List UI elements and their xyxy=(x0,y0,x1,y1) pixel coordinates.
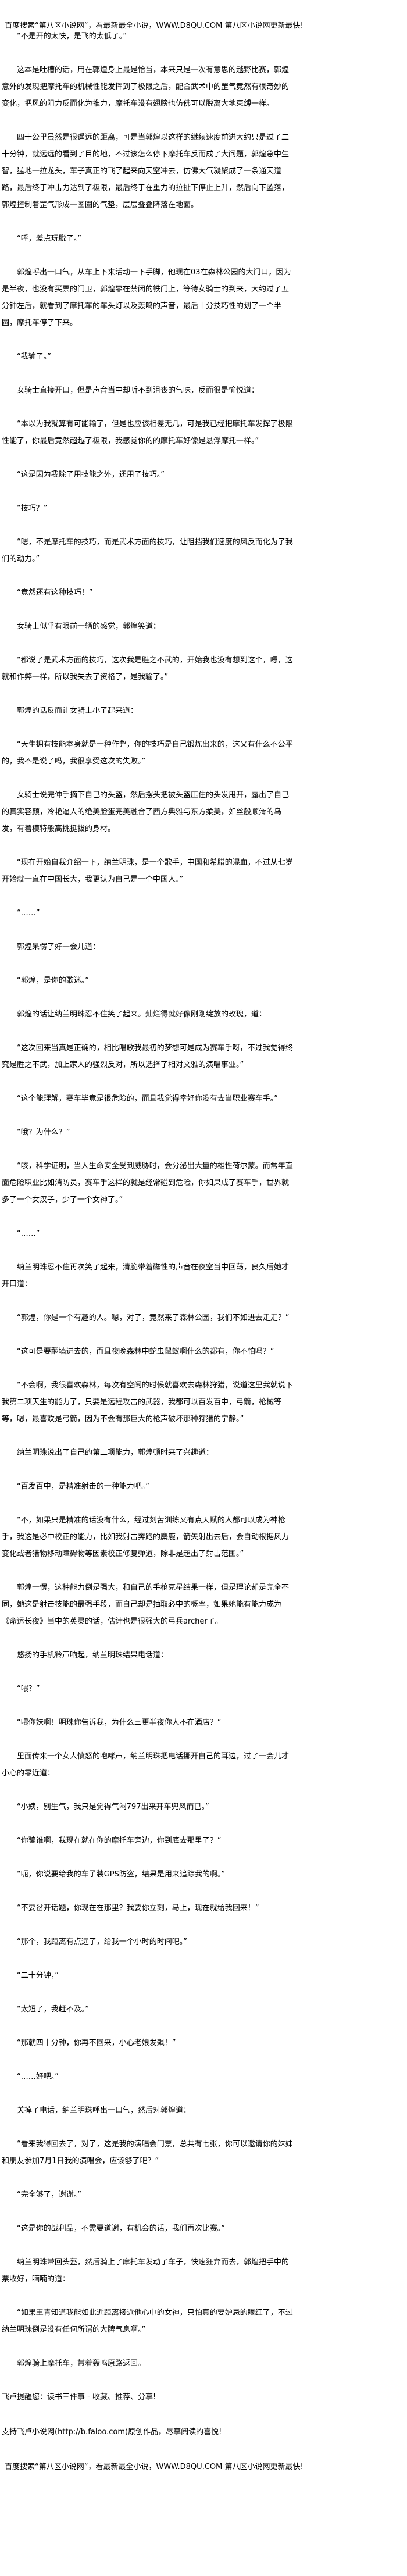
paragraph: “不会啊，我很喜欢森林，每次有空闲的时候就喜欢去森林狩猎，说道这里我就说下我第二… xyxy=(2,1381,293,1423)
paragraph: “完全够了，谢谢。” xyxy=(17,2190,81,2199)
paragraph: 悠扬的手机铃声响起，纳兰明珠结果电话道： xyxy=(17,1651,169,1660)
paragraph: “我输了。” xyxy=(17,352,51,361)
paragraph: “哦？为什么？” xyxy=(17,1128,70,1137)
paragraph: “百发百中，是精准射击的一种能力吧。” xyxy=(17,1482,149,1491)
paragraph: “你骗谁啊，我现在就在你的摩托车旁边，你到底去那里了？” xyxy=(17,1836,222,1845)
faloo-support-link[interactable]: 支持飞卢小说网(http://b.faloo.com)原创作品，尽享阅读的喜悦! xyxy=(2,2428,222,2436)
chapter-paragraphs: “不是开的太快，是飞的太低了。” 这本是吐槽的话，用在郭煌身上最是恰当，本来只是一… xyxy=(2,28,295,2372)
paragraph: “郭煌，你是一个有趣的人。嗯，对了，竟然来了森林公园，我们不如进去走走？” xyxy=(17,1314,290,1322)
paragraph: “这是因为我除了用技能之外，还用了技巧。” xyxy=(17,470,165,479)
paragraph: 郭煌的话反而让女骑士小了起来道： xyxy=(17,707,138,715)
paragraph: 纳兰明珠说出了自己的第二项能力，郭煌顿时来了兴趣道： xyxy=(17,1448,214,1457)
paragraph: 关掉了电话，纳兰明珠呼出一口气，然后对郭煌道： xyxy=(17,2106,191,2115)
paragraph: “太短了，我赶不及。” xyxy=(17,2005,89,2014)
paragraph: “本以为我就算有可能输了，但是也应该相差无几，可是我已经把摩托车发挥了极限性能了… xyxy=(2,420,293,445)
paragraph: “现在开始自我介绍一下，纳兰明珠，是一个歌手，中国和希腊的混血，不过从七岁开始就… xyxy=(2,858,293,884)
chapter-content: “不是开的太快，是飞的太低了。” 这本是吐槽的话，用在郭煌身上最是恰当，本来只是一… xyxy=(2,28,304,2493)
paragraph: “竟然还有这种技巧！” xyxy=(17,588,93,597)
paragraph: “喂你妹啊！明珠你告诉我，为什么三更半夜你人不在酒店？” xyxy=(17,1718,222,1727)
paragraph: “呃，你说要给我的车子装GPS防盗，结果是用来追踪我的啊。” xyxy=(17,1870,226,1879)
paragraph: “……好吧。” xyxy=(17,2072,59,2081)
paragraph: 四十公里虽然是很遥远的距离，可是当郭煌以这样的继续速度前进大约只是过了二十分钟，… xyxy=(2,133,290,209)
paragraph: “这可是要翻墙进去的，而且夜晚森林中蛇虫鼠蚁啊什么的都有，你不怕吗？” xyxy=(17,1347,274,1356)
paragraph: 纳兰明珠带回头盔，然后骑上了摩托车发动了车子，快速狂奔而去，郭煌把手中的票收好，… xyxy=(2,2258,290,2284)
paragraph: “咳，科学证明，当人生命安全受到威胁时，会分泌出大量的雄性荷尔蒙。而常年直面危险… xyxy=(2,1162,293,1204)
paragraph: 郭煌骑上摩托车，带着轰鸣原路返回。 xyxy=(17,2359,146,2368)
paragraph: 女骑士说完伸手摘下自己的头盔，然后摆头把被头盔压住的头发甩开，露出了自己的真实容… xyxy=(2,791,290,833)
paragraph: 纳兰明珠忍不住再次笑了起来，清脆带着磁性的声音在夜空当中回荡，良久后她才开口道： xyxy=(2,1263,290,1289)
paragraph: “……” xyxy=(17,1229,40,1238)
paragraph: “二十分钟，” xyxy=(17,1971,59,1980)
paragraph: “不要岔开话题，你现在在那里？我要你立刻，马上，现在就给我回来！” xyxy=(17,1904,259,1913)
paragraph: “郭煌，是你的歌迷。” xyxy=(17,976,89,985)
site-banner-bottom: 百度搜索“第八区小说网”，看最新最全小说，WWW.D8QU.COM 第八区小说网… xyxy=(5,2463,304,2471)
paragraph: “技巧？” xyxy=(17,504,48,513)
paragraph: 郭煌的话让纳兰明珠忍不住笑了起来。灿烂得就好像刚刚绽放的玫瑰，道： xyxy=(17,1010,267,1019)
paragraph: 郭煌呆愣了好一会儿道： xyxy=(17,943,101,951)
paragraph: 郭煌一愣，这种能力倒是强大，和自己的手枪克星结果一样，但是理论却是完全不同，她这… xyxy=(2,1583,290,1626)
paragraph: “这个能理解，赛车毕竟是很危险的，而且我觉得幸好你没有去当职业赛车手。” xyxy=(17,1094,278,1103)
paragraph: “嗯，不是摩托车的技巧，而是武术方面的技巧，让阻挡我们速度的风反而化为了我们的动… xyxy=(2,538,293,563)
paragraph: 里面传来一个女人愤怒的咆哮声，纳兰明珠把电话挪开自己的耳边，过了一会儿才小心的靠… xyxy=(2,1752,290,1778)
paragraph: “呼，差点玩脱了。” xyxy=(17,234,81,243)
paragraph: “看来我得回去了，对了，这是我的演唱会门票，总共有七张，你可以邀请你的妹妹和朋友… xyxy=(2,2140,293,2165)
paragraph: “天生拥有技能本身就是一种作弊，你的技巧是自己锻炼出来的，这又有什么不公平的，我… xyxy=(2,740,293,766)
paragraph: “不，如果只是精准的话没有什么，经过刻苦训练又有点天赋的人都可以成为神枪手，我这… xyxy=(2,1516,290,1558)
paragraph: 郭煌呼出一口气，从车上下来活动一下手脚，他现在03在森林公园的大门口，因为是半夜… xyxy=(2,268,291,327)
paragraph: 这本是吐槽的话，用在郭煌身上最是恰当，本来只是一次有意思的越野比赛，郭煌意外的发… xyxy=(2,66,290,108)
paragraph: “小姨，别生气，我只是觉得气闷797出来开车兜风而已。” xyxy=(17,1803,209,1811)
paragraph: 女骑士直接开口，但是声音当中却听不到沮丧的气味，反而很是愉悦道： xyxy=(17,386,259,395)
paragraph: “不是开的太快，是飞的太低了。” xyxy=(17,32,127,41)
paragraph: “如果王青知道我能如此近距离接近他心中的女神，只怕真的要妒忌的眼红了，不过纳兰明… xyxy=(2,2309,293,2334)
paragraph: “这是你的战利品，不需要道谢，有机会的话，我们再次比赛。” xyxy=(17,2224,225,2233)
site-banner-top: 百度搜索“第八区小说网”，看最新最全小说，WWW.D8QU.COM 第八区小说网… xyxy=(5,22,304,30)
paragraph: “那个，我距离有点远了，给我一个小时的时间吧。” xyxy=(17,1938,187,1946)
paragraph: “那就四十分钟，你再不回来，小心老娘发飙！” xyxy=(17,2039,176,2047)
paragraph: “都说了是武术方面的技巧，这次我是胜之不武的，开始我也没有想到这个，嗯，这就和作… xyxy=(2,656,293,682)
paragraph: “……” xyxy=(17,909,40,918)
paragraph: “喂？” xyxy=(17,1685,40,1693)
faloo-reminder: 飞卢提醒您：读书三件事 - 收藏、推荐、分享! xyxy=(2,2393,156,2402)
paragraph: “这次回来当真是正确的，相比唱歌我最初的梦想可是成为赛车手呀，不过我觉得终究是胜… xyxy=(2,1044,293,1069)
paragraph: 女骑士似乎有眼前一辆的感觉，郭煌笑道： xyxy=(17,622,161,631)
